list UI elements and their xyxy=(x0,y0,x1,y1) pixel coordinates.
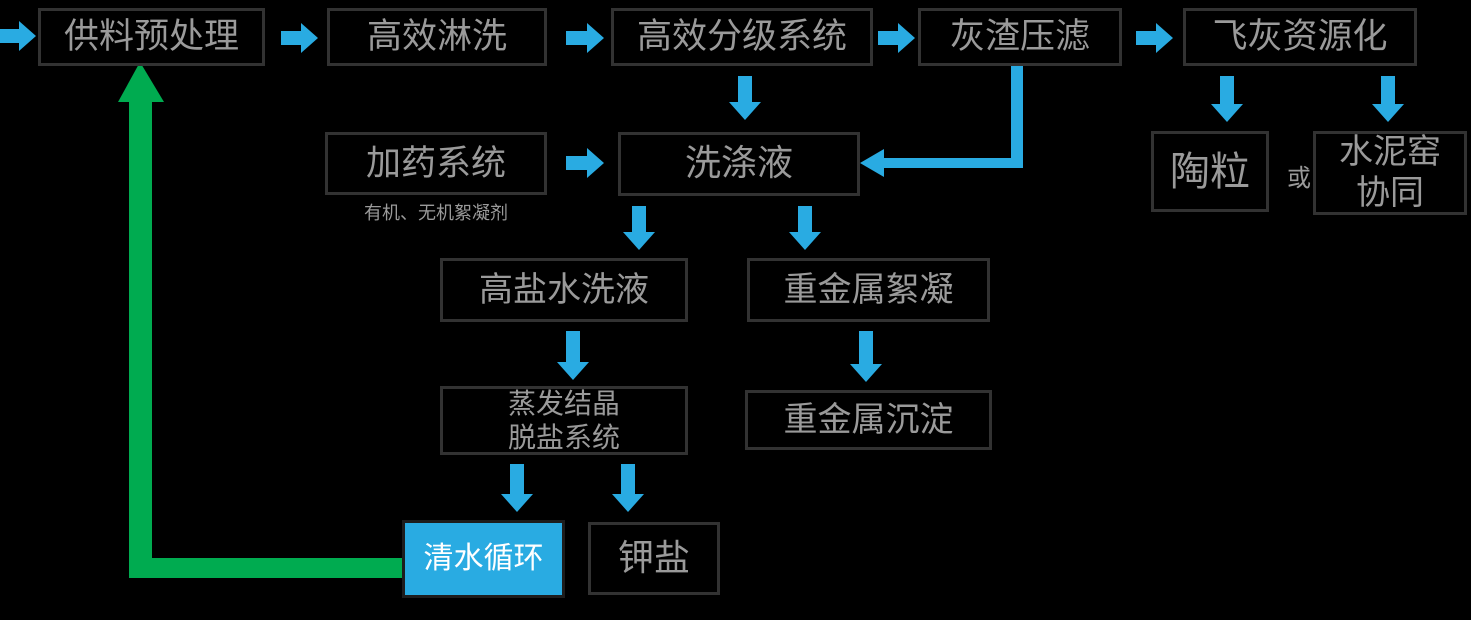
flow-arrow-rinse-classify-icon xyxy=(566,23,604,53)
node-heavy-metal-flocculation[interactable]: 重金属絮凝 xyxy=(747,258,990,322)
or-label: 或 xyxy=(1287,164,1311,192)
node-evaporation-desalination-label: 蒸发结晶 脱盐系统 xyxy=(507,386,620,454)
node-ash-press-filter[interactable]: 灰渣压滤 xyxy=(918,8,1122,66)
node-heavy-metal-precipitation[interactable]: 重金属沉淀 xyxy=(745,390,992,450)
node-classify-system[interactable]: 高效分级系统 xyxy=(611,8,873,66)
flow-arrow-input-feed-icon xyxy=(0,21,36,51)
flow-arrow-flocc-precip-icon xyxy=(850,331,882,382)
flow-arrow-filter-flyash-icon xyxy=(1136,23,1173,53)
node-evaporation-desalination[interactable]: 蒸发结晶 脱盐系统 xyxy=(440,386,688,455)
node-washing-liquid-label: 洗涤液 xyxy=(684,143,793,185)
node-brine-wash-liquid[interactable]: 高盐水洗液 xyxy=(440,258,688,322)
node-potassium-salt[interactable]: 钾盐 xyxy=(588,522,720,595)
flow-arrow-feed-rinse-icon xyxy=(281,23,318,53)
node-flyash-recycling[interactable]: 飞灰资源化 xyxy=(1183,8,1417,66)
node-washing-liquid[interactable]: 洗涤液 xyxy=(618,132,860,196)
flow-arrow-wash-brine-icon xyxy=(623,206,655,250)
flow-arrow-brine-evap-icon xyxy=(557,331,589,380)
flow-arrow-classify-wash-icon xyxy=(729,76,761,120)
flow-arrow-flyash-cement-icon xyxy=(1372,76,1404,122)
dosing-caption: 有机、无机絮凝剂 xyxy=(364,203,508,224)
node-ash-press-filter-label: 灰渣压滤 xyxy=(949,17,1090,57)
node-efficient-rinse-label: 高效淋洗 xyxy=(366,17,507,57)
node-feed-pretreatment[interactable]: 供料预处理 xyxy=(38,8,265,66)
flow-arrow-evap-fresh-icon xyxy=(501,464,533,512)
node-potassium-salt-label: 钾盐 xyxy=(617,537,690,579)
node-flyash-recycling-label: 飞灰资源化 xyxy=(1212,17,1388,57)
node-dosing-system[interactable]: 加药系统 xyxy=(325,132,547,195)
node-cement-kiln-label: 水泥窑 协同 xyxy=(1339,132,1441,213)
node-ceramsite[interactable]: 陶粒 xyxy=(1151,131,1269,212)
node-dosing-system-label: 加药系统 xyxy=(365,143,506,184)
flow-arrow-classify-filter-icon xyxy=(878,23,915,53)
flow-arrow-fresh-feed-recycle-icon xyxy=(118,62,402,578)
node-classify-system-label: 高效分级系统 xyxy=(636,17,847,57)
flow-arrow-filter-wash-elbow-icon xyxy=(860,66,1023,177)
node-cement-kiln[interactable]: 水泥窑 协同 xyxy=(1313,131,1467,215)
flow-arrow-flyash-ceramsite-icon xyxy=(1211,76,1243,122)
node-fresh-water-cycle-label: 清水循环 xyxy=(423,541,544,576)
node-feed-pretreatment-label: 供料预处理 xyxy=(63,17,239,57)
flow-arrow-wash-flocc-icon xyxy=(789,206,821,250)
node-heavy-metal-precipitation-label: 重金属沉淀 xyxy=(783,399,954,440)
node-brine-wash-liquid-label: 高盐水洗液 xyxy=(479,269,649,310)
flow-arrow-evap-potassium-icon xyxy=(612,464,644,512)
node-fresh-water-cycle[interactable]: 清水循环 xyxy=(402,520,565,598)
node-heavy-metal-flocculation-label: 重金属絮凝 xyxy=(783,269,954,310)
node-ceramsite-label: 陶粒 xyxy=(1170,148,1250,195)
flow-arrow-dosing-wash-icon xyxy=(566,148,604,178)
node-efficient-rinse[interactable]: 高效淋洗 xyxy=(327,8,547,66)
